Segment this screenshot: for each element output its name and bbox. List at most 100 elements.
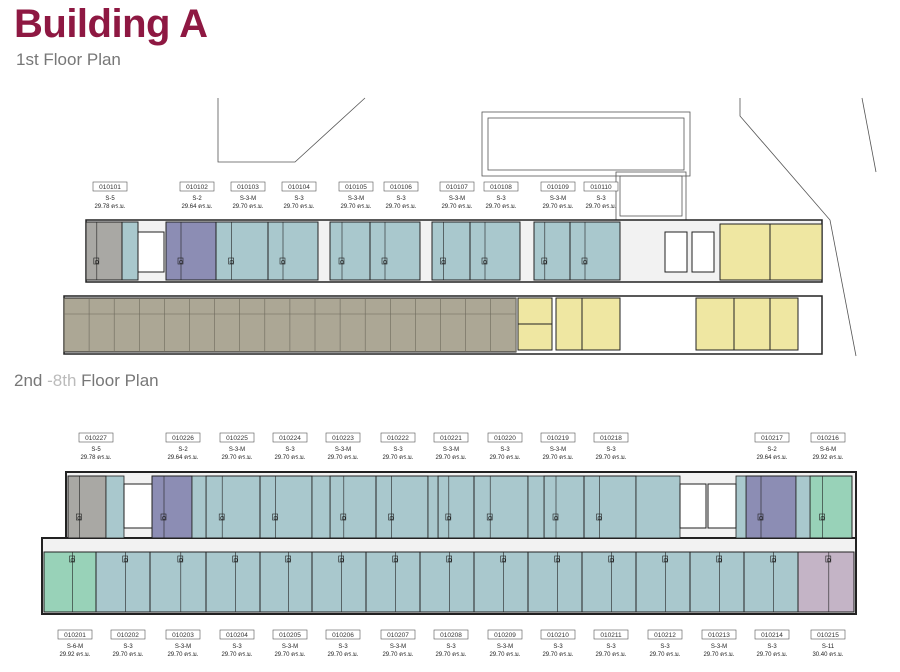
unit-area: 29.70 ตร.ม. <box>382 454 413 461</box>
unit-bathroom <box>445 513 452 521</box>
unit-bathroom <box>662 555 669 563</box>
unit-id-box <box>754 629 790 640</box>
unit-id: 010215 <box>817 632 839 639</box>
retail-room <box>733 297 771 351</box>
unit-area: 29.70 ตร.ม. <box>542 203 573 210</box>
fixture-basin <box>819 513 825 521</box>
unit-bathroom <box>285 555 291 563</box>
page-title: Building A <box>14 2 208 46</box>
unit-area: 29.70 ตร.ม. <box>221 454 252 461</box>
floor1-building <box>63 219 823 355</box>
floor1-stair-core <box>137 231 715 273</box>
unit-id: 010207 <box>387 632 409 639</box>
unit-bathroom <box>541 257 548 265</box>
unit-id: 010223 <box>332 435 354 442</box>
unit-area: 29.70 ตร.ม. <box>595 454 626 461</box>
fixture-basin <box>338 257 345 265</box>
unit-bathroom <box>581 257 588 265</box>
unit-type: S-3-M <box>229 447 245 453</box>
unit-type: S-3 <box>232 644 242 650</box>
unit-id-box <box>483 181 519 192</box>
unit-id-box <box>325 629 361 640</box>
fixture-basin <box>541 257 548 265</box>
unit-bathroom <box>446 555 453 563</box>
fixture-toilet <box>583 260 587 264</box>
unit-bathroom <box>819 513 825 521</box>
unit-block <box>583 475 637 539</box>
unit-bathroom <box>440 257 446 265</box>
unit-id-box <box>439 181 475 192</box>
unit-block <box>191 475 207 539</box>
unit-type: S-6-M <box>67 644 83 650</box>
unit-id-box <box>57 629 93 640</box>
unit-id-box <box>593 629 629 640</box>
unit-block <box>311 475 331 539</box>
fixture-basin <box>552 513 559 521</box>
unit-block <box>473 475 529 539</box>
unit-bathroom <box>554 555 561 563</box>
unit-id-box <box>110 629 146 640</box>
fixture-basin <box>340 513 347 521</box>
unit-block <box>369 221 421 281</box>
unit-id: 010216 <box>817 435 839 442</box>
fixture-basin <box>160 513 167 521</box>
fixture-basin <box>486 513 493 521</box>
unit-area: 29.78 ตร.ม. <box>94 203 125 210</box>
unit-type: S-3 <box>338 644 348 650</box>
unit-id-box <box>487 432 523 443</box>
unit-id: 010205 <box>279 632 301 639</box>
unit-id-box <box>380 629 416 640</box>
unit-id-box <box>701 629 737 640</box>
unit-type: S-5 <box>91 447 101 453</box>
retail-room <box>555 297 583 351</box>
unit-block <box>469 221 521 281</box>
floor1-retail-area <box>517 223 823 351</box>
unit-bathroom <box>93 257 100 265</box>
unit-type: S-3-M <box>348 196 364 202</box>
unit-type: S-6-M <box>820 447 836 453</box>
unit-id-box <box>583 181 619 192</box>
unit-area: 29.70 ตร.ม. <box>756 651 787 658</box>
unit-block <box>431 221 471 281</box>
unit-id: 010209 <box>494 632 516 639</box>
unit-bathroom <box>232 555 238 563</box>
unit-id: 010101 <box>99 184 121 191</box>
unit-id: 010222 <box>387 435 409 442</box>
fixture-toilet <box>609 558 614 562</box>
unit-id: 010201 <box>64 632 86 639</box>
unit-id-box <box>219 629 255 640</box>
unit-bathroom <box>500 555 507 563</box>
unit-block <box>527 475 545 539</box>
unit-bathroom <box>218 513 225 521</box>
unit-type: S-2 <box>192 196 202 202</box>
fixture-toilet <box>393 558 398 562</box>
unit-type: S-3 <box>500 447 510 453</box>
unit-id-box <box>647 629 683 640</box>
unit-area: 29.70 ตร.ม. <box>435 651 466 658</box>
fixture-toilet <box>501 558 506 562</box>
fixture-toilet <box>286 558 291 562</box>
unit-id: 010211 <box>600 632 622 639</box>
fixture-toilet <box>273 516 278 520</box>
unit-type: S-3 <box>393 447 403 453</box>
fixture-toilet <box>229 260 234 264</box>
unit-area: 29.70 ตร.ม. <box>489 454 520 461</box>
unit-id-box <box>272 629 308 640</box>
unit-type: S-3 <box>285 447 295 453</box>
unit-area: 29.92 ตร.ม. <box>59 651 90 658</box>
retail-room <box>517 323 553 351</box>
unit-area: 30.40 ตร.ม. <box>812 651 843 658</box>
unit-area: 29.70 ตร.ม. <box>649 651 680 658</box>
